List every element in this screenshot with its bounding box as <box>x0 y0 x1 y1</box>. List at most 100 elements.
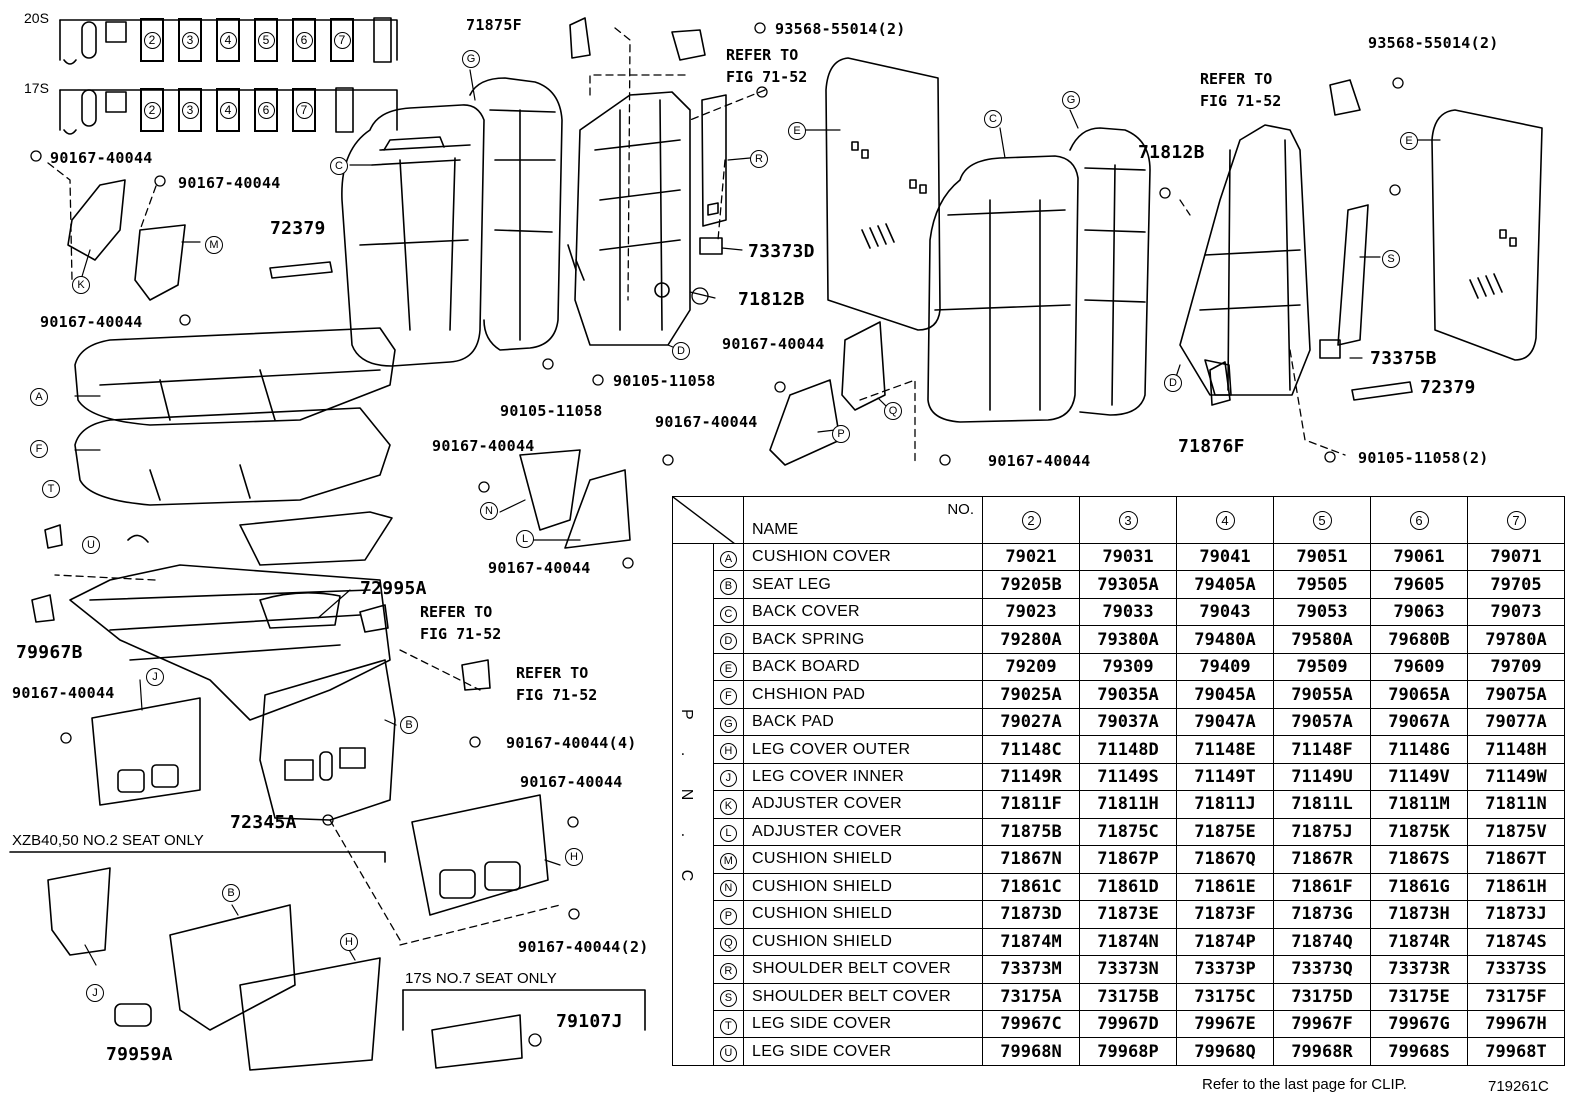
pnc-side-text: P . N . C <box>678 709 695 896</box>
part-number-cell: 79968S <box>1370 1037 1468 1066</box>
cushion-shield-q-drawing <box>841 321 886 411</box>
cushion-shield-p-drawing <box>769 379 841 466</box>
row-key-cell: U <box>712 1037 745 1066</box>
row-key-cell: K <box>712 790 745 819</box>
part-number: 72379 <box>270 218 326 239</box>
leg-side-cover-79967b-drawing <box>31 594 55 623</box>
part-number-cell: 79045A <box>1176 680 1274 709</box>
shield-72995a-drawing <box>259 592 341 629</box>
part-number-cell: 79780A <box>1467 625 1565 654</box>
part-number-cell: 79705 <box>1467 570 1565 599</box>
part-number-cell: 73175A <box>982 982 1080 1011</box>
cushion-cover-drawing <box>74 327 396 426</box>
back-spring-right-drawing <box>1179 124 1311 396</box>
callout-g: G <box>1062 91 1080 109</box>
part-number-cell: 79480A <box>1176 625 1274 654</box>
part-number-cell: 71861H <box>1467 872 1565 902</box>
back-cover-right-drawing <box>927 155 1079 423</box>
part-number-cell: 73373N <box>1079 955 1177 984</box>
part-number: 90167-40044 <box>988 452 1091 470</box>
part-number-cell: 79035A <box>1079 680 1177 709</box>
callout-u: U <box>82 536 100 554</box>
seat-position-box: 3 <box>178 88 202 132</box>
part-number: 90167-40044 <box>488 559 591 577</box>
part-number-cell: 71811M <box>1370 790 1468 819</box>
row-key-circle: K <box>719 797 737 815</box>
part-number: 90167-40044 <box>432 437 535 455</box>
row-key-cell: L <box>712 817 745 847</box>
part-number-cell: 79047A <box>1176 707 1274 737</box>
inset-caption-17s: 17S NO.7 SEAT ONLY <box>405 970 557 987</box>
part-number-cell: 79073 <box>1467 597 1565 627</box>
part-number-cell: 79409 <box>1176 652 1274 682</box>
part-name-cell: SHOULDER BELT COVER <box>743 955 983 984</box>
part-number-cell: 71873J <box>1467 900 1565 929</box>
part-name-cell: CUSHION SHIELD <box>743 927 983 957</box>
seat-config-17s-strip <box>59 87 398 135</box>
part-number-cell: 71873D <box>982 900 1080 929</box>
part-number: 90167-40044(2) <box>518 938 649 956</box>
header-name: NAME <box>752 521 799 538</box>
callout-s: S <box>1382 250 1400 268</box>
seat-position-box: 6 <box>292 18 316 62</box>
part-number: 90167-40044 <box>655 413 758 431</box>
part-name-cell: BACK BOARD <box>743 652 983 682</box>
part-number-cell: 79065A <box>1370 680 1468 709</box>
part-number-cell: 71875J <box>1273 817 1371 847</box>
part-number-cell: 71149V <box>1370 762 1468 792</box>
row-key-cell: T <box>712 1009 745 1039</box>
part-number-cell: 71867Q <box>1176 845 1274 874</box>
part-number-cell: 71861C <box>982 872 1080 902</box>
part-number: 90105-11058(2) <box>1358 449 1489 467</box>
part-name-cell: CUSHION COVER <box>743 542 983 572</box>
part-number: 71875F <box>466 16 522 34</box>
leg-cover-inner-drawing <box>91 697 201 806</box>
bracket-refer-1-drawing <box>359 604 389 633</box>
part-number-cell: 79967G <box>1370 1009 1468 1039</box>
part-number-cell: 71873G <box>1273 900 1371 929</box>
part-number-cell: 79025A <box>982 680 1080 709</box>
part-number-cell: 79968P <box>1079 1037 1177 1066</box>
part-number: 90167-40044 <box>40 313 143 331</box>
part-number-cell: 71874N <box>1079 927 1177 957</box>
back-spring-left-drawing <box>567 91 691 346</box>
refer-note: REFER TO FIG 71-52 <box>516 664 598 704</box>
part-number-cell: 79280A <box>982 625 1080 654</box>
part-number-cell: 71873H <box>1370 900 1468 929</box>
part-number-cell: 79051 <box>1273 542 1371 572</box>
part-number-cell: 71149U <box>1273 762 1371 792</box>
callout-e: E <box>1400 132 1418 150</box>
callout-h: H <box>340 933 358 951</box>
part-number-cell: 79209 <box>982 652 1080 682</box>
part-number-cell: 79967E <box>1176 1009 1274 1039</box>
part-number-cell: 71875V <box>1467 817 1565 847</box>
part-name-cell: CUSHION SHIELD <box>743 845 983 874</box>
row-key-circle: F <box>719 688 737 706</box>
part-number-cell: 71148G <box>1370 735 1468 764</box>
part-number-cell: 73175E <box>1370 982 1468 1011</box>
seat-position-box: 4 <box>216 18 240 62</box>
seat-position-box: 5 <box>254 18 278 62</box>
seat-position-number: 4 <box>219 101 237 119</box>
part-number-cell: 73373P <box>1176 955 1274 984</box>
part-number-cell: 79033 <box>1079 597 1177 627</box>
part-number: 90167-40044 <box>520 773 623 791</box>
row-key-cell: E <box>712 652 745 682</box>
part-number-cell: 71861E <box>1176 872 1274 902</box>
seat-position-box: 7 <box>330 18 354 62</box>
part-number-cell: 79023 <box>982 597 1080 627</box>
col-header: 7 <box>1467 496 1565 544</box>
row-key-cell: D <box>712 625 745 654</box>
callout-d: D <box>672 342 690 360</box>
row-key-circle: N <box>719 880 737 898</box>
part-number: 90167-40044 <box>12 684 115 702</box>
lever-cover-71875f-drawing <box>569 17 591 59</box>
callout-j: J <box>86 984 104 1002</box>
part-number: 73375B <box>1370 348 1437 369</box>
part-number-cell: 79205B <box>982 570 1080 599</box>
clip-note: Refer to the last page for CLIP. <box>1202 1076 1407 1093</box>
